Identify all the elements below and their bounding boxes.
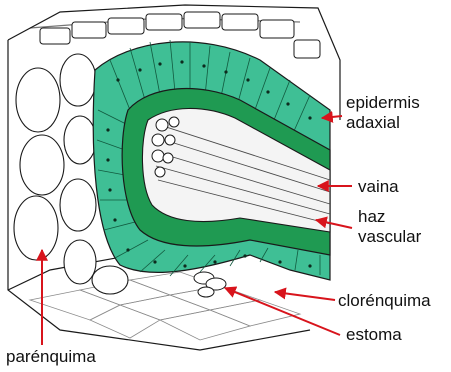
label-clorenquima: clorénquima [338, 291, 431, 310]
label-epidermis-line2: adaxial [346, 113, 400, 132]
stoma [194, 272, 226, 297]
label-epidermis-line1: epidermis [346, 93, 420, 112]
label-haz-line2: vascular [358, 227, 422, 246]
label-parenquima: parénquima [6, 347, 96, 366]
arrow-clorenquima [275, 292, 335, 300]
label-haz-line1: haz [358, 207, 385, 226]
label-estoma: estoma [346, 325, 402, 344]
lower-epidermis-surface [30, 272, 300, 340]
label-vaina: vaina [358, 177, 399, 196]
